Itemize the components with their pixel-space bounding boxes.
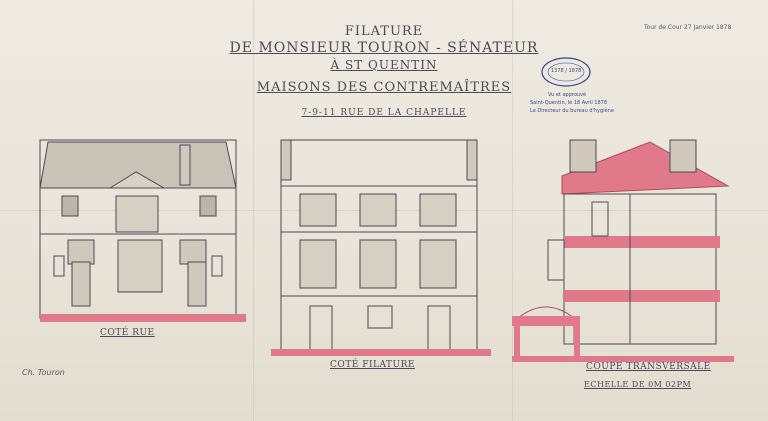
section-cellar-wall [574, 326, 580, 360]
section-ground-wash [512, 356, 734, 362]
label-section: COUPE TRANSVERSALE [586, 362, 711, 372]
mill-window [359, 193, 397, 227]
label-mill: COTÉ FILATURE [330, 360, 415, 370]
street-dormer [199, 195, 217, 217]
cross-section [512, 139, 734, 362]
street-gable [108, 171, 166, 189]
stamp-line-1: Vu et approuvé [548, 92, 587, 98]
section-floor [564, 290, 720, 302]
mill-chimney [466, 139, 478, 181]
section-chimney [669, 139, 697, 173]
street-window [211, 255, 223, 277]
stamp-line-3: Le Directeur du bureau d'hygiène [530, 108, 614, 114]
title-line-5: 7-9-11 RUE DE LA CHAPELLE [301, 108, 467, 118]
section-cellar-wash [512, 316, 580, 326]
street-chimney [179, 144, 191, 186]
stamp-line-2: Saint-Quentin, le 18 Avril 1878 [530, 100, 608, 106]
mill-door [427, 305, 451, 351]
label-street: COTÉ RUE [100, 328, 155, 338]
section-cellar-wall [514, 326, 520, 360]
section-door [591, 201, 609, 237]
street-door [71, 261, 91, 307]
fold-line-vertical [253, 0, 254, 421]
mill-ground-wash [271, 349, 491, 356]
section-stair [547, 239, 565, 281]
label-scale: ECHELLE DE 0M 02PM [584, 380, 692, 389]
street-window [67, 239, 95, 265]
approval-seal [541, 57, 591, 87]
street-window [53, 255, 65, 277]
mill-elevation [271, 139, 491, 356]
section-outline [563, 193, 717, 345]
street-door [187, 261, 207, 307]
section-roof [561, 141, 730, 195]
mill-window [299, 239, 337, 289]
street-window [179, 239, 207, 265]
title-line-2: DE MONSIEUR TOURON - SÉNATEUR [229, 40, 539, 56]
mill-door [309, 305, 333, 351]
signature: Ch. Touron [22, 368, 65, 377]
title-line-1: FILATURE [344, 24, 424, 39]
title-line-3: À ST QUENTIN [330, 58, 438, 72]
street-dormer [61, 195, 79, 217]
mill-window [419, 193, 457, 227]
seal-text: 1378 / 1878 [551, 68, 582, 74]
mill-chimney [280, 139, 292, 181]
street-window [117, 239, 163, 293]
title-line-4: MAISONS DES CONTREMAÎTRES [256, 80, 512, 95]
mill-window [419, 239, 457, 289]
mill-window [299, 193, 337, 227]
street-window [115, 195, 159, 233]
fold-line-vertical [512, 0, 513, 421]
street-ground-wash [40, 314, 246, 322]
mill-window [367, 305, 393, 329]
top-right-note: Tour de Cour 27 Janvier 1878 [644, 24, 732, 31]
section-chimney [569, 139, 597, 173]
mill-window [359, 239, 397, 289]
section-floor [564, 236, 720, 248]
street-elevation [39, 139, 246, 322]
